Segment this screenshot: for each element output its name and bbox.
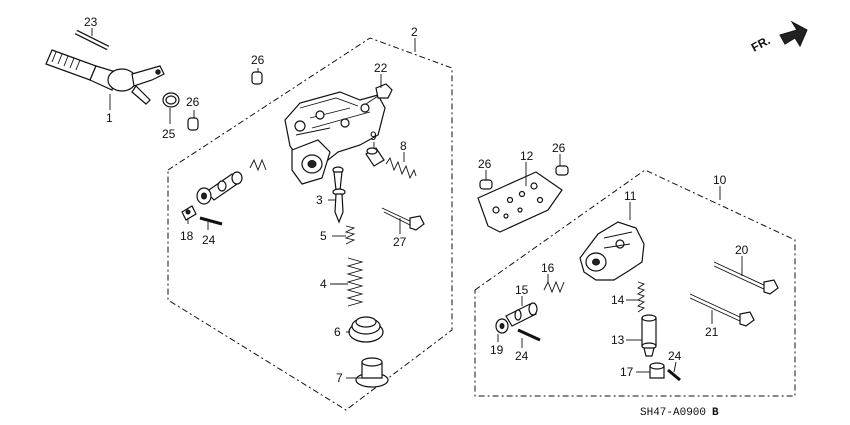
- callout-14: 14: [611, 293, 625, 307]
- callout-24: 24: [668, 349, 682, 363]
- callout-24: 24: [202, 233, 216, 247]
- callout-19: 19: [490, 343, 504, 357]
- callout-12: 12: [520, 149, 534, 163]
- callout-23: 23: [84, 15, 98, 29]
- bolt-20: [713, 261, 779, 295]
- callout-24: 24: [515, 349, 529, 363]
- callout-3: 3: [316, 193, 323, 207]
- spring-5: [344, 225, 356, 245]
- plug-19: [495, 318, 509, 334]
- diagram-variant: B: [712, 407, 719, 419]
- plug-18: [181, 205, 197, 221]
- valve-13: [641, 314, 657, 357]
- sleeve-9: [365, 147, 385, 167]
- spring-16: [543, 280, 565, 294]
- callout-18: 18: [180, 229, 194, 243]
- callout-26: 26: [186, 95, 200, 109]
- diagram-code: SH47-A0900: [640, 407, 706, 419]
- servo-valve-body-2: [284, 91, 386, 185]
- callout-11: 11: [624, 189, 637, 203]
- callout-2: 2: [411, 25, 418, 39]
- valve-cap-left: [196, 187, 212, 205]
- spring-4: [346, 257, 364, 307]
- pin-24a: [199, 216, 223, 226]
- control-shaft-1: [45, 49, 165, 105]
- retainer-6: [348, 316, 384, 343]
- piston-7: [355, 357, 389, 388]
- callout-labels: 23 1 25 26 26 2 22 9 8 3 18 24 5 27 4 6 …: [84, 15, 749, 385]
- front-label: FR.: [749, 33, 773, 54]
- callout-13: 13: [611, 333, 625, 347]
- leader-lines: [91, 28, 743, 379]
- spring-8: [385, 156, 417, 180]
- lower-assembly-outline: [474, 169, 796, 397]
- callout-5: 5: [320, 229, 327, 243]
- valve-3: [332, 166, 346, 224]
- pin-24c: [667, 368, 681, 382]
- dowel-pin-26c: [479, 179, 493, 190]
- spring-14: [636, 281, 646, 313]
- callout-16: 16: [541, 261, 555, 275]
- front-arrow-icon: [779, 20, 808, 48]
- o-ring-25: [162, 92, 180, 108]
- callout-27: 27: [393, 235, 407, 249]
- pin-24b: [517, 328, 541, 342]
- bolt-27: [381, 207, 425, 231]
- callout-25: 25: [162, 127, 176, 141]
- pin-23: [74, 29, 110, 51]
- callout-26: 26: [251, 53, 265, 67]
- bolt-21: [689, 293, 755, 327]
- callout-9: 9: [370, 129, 377, 143]
- separator-plate-12: [477, 171, 563, 233]
- valve-body-11: [579, 221, 645, 281]
- valve-spool-left: [205, 171, 243, 201]
- callout-1: 1: [106, 111, 113, 125]
- cap-17: [649, 362, 665, 379]
- dowel-pin-26b: [187, 117, 199, 131]
- callout-7: 7: [336, 371, 343, 385]
- callout-22: 22: [374, 61, 388, 75]
- callout-6: 6: [334, 325, 341, 339]
- callout-8: 8: [400, 139, 407, 153]
- dowel-pin-26d: [555, 165, 569, 176]
- upper-assembly-outline: [167, 37, 453, 411]
- bolt-22: [365, 83, 393, 105]
- callout-21: 21: [705, 325, 719, 339]
- callout-10: 10: [713, 173, 727, 187]
- callout-17: 17: [620, 365, 634, 379]
- callout-26: 26: [478, 157, 492, 171]
- dowel-pin-26a: [251, 71, 263, 85]
- callout-15: 15: [515, 283, 529, 297]
- spring-small-left: [249, 158, 267, 172]
- valve-spool-15: [505, 302, 538, 327]
- callout-20: 20: [735, 243, 749, 257]
- callout-26: 26: [552, 141, 566, 155]
- callout-4: 4: [320, 277, 327, 291]
